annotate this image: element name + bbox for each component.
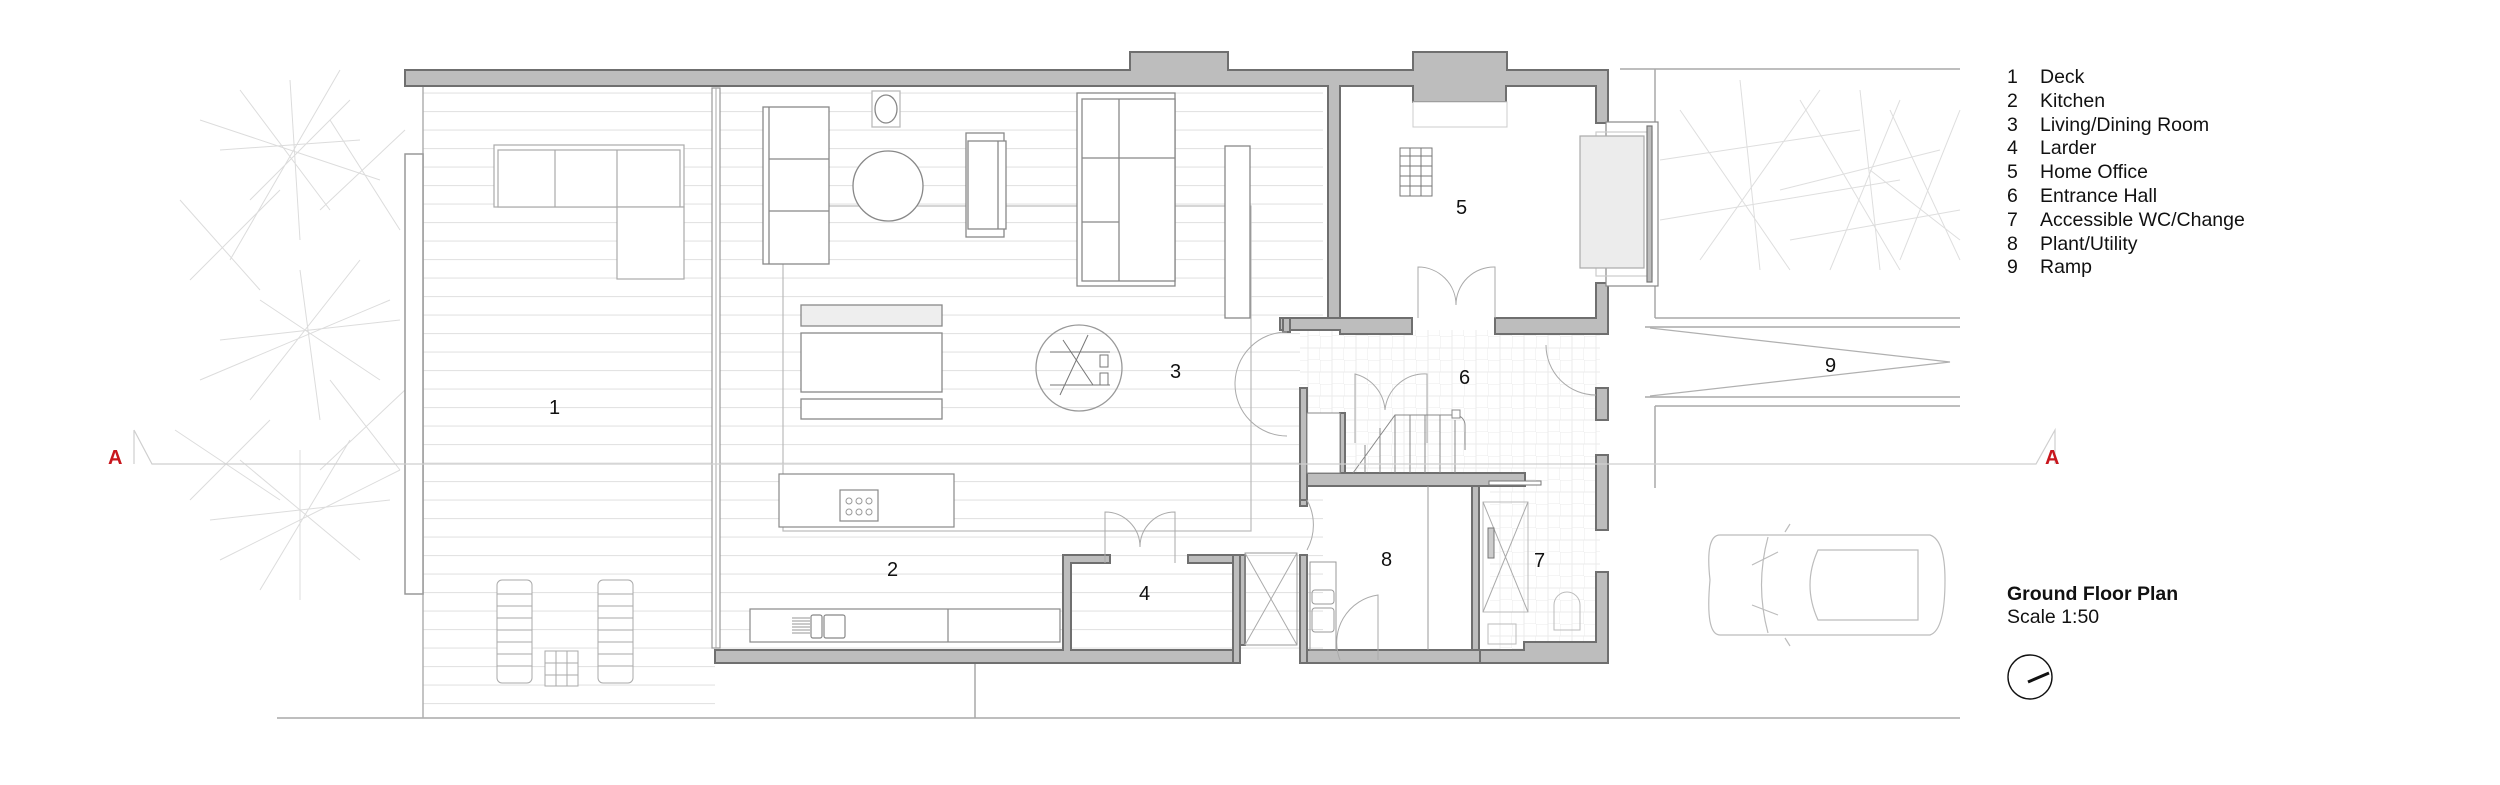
room-label-kitchen: 2 bbox=[887, 559, 898, 581]
doors-and-fixtures bbox=[1104, 266, 1597, 661]
legend-item: 6 Entrance Hall bbox=[2007, 185, 2245, 209]
legend-number: 2 bbox=[2007, 89, 2018, 112]
living-furniture bbox=[762, 90, 1251, 420]
deck-area bbox=[404, 84, 715, 718]
legend-item: 8 Plant/Utility bbox=[2007, 233, 2245, 257]
legend-item: 4 Larder bbox=[2007, 137, 2245, 161]
legend-number: 3 bbox=[2007, 113, 2018, 136]
section-marker-left: A bbox=[108, 447, 122, 469]
legend-number: 8 bbox=[2007, 232, 2018, 255]
kitchen-fixtures bbox=[749, 473, 1061, 643]
car-outline bbox=[1708, 523, 1946, 647]
legend-number: 6 bbox=[2007, 184, 2018, 207]
hearth bbox=[1412, 101, 1508, 128]
office-bay-window bbox=[1579, 121, 1659, 287]
drawing-scale: Scale 1:50 bbox=[2007, 606, 2100, 628]
legend-item: 7 Accessible WC/Change bbox=[2007, 209, 2245, 233]
legend-item: 5 Home Office bbox=[2007, 161, 2245, 185]
room-label-plant: 8 bbox=[1381, 549, 1392, 571]
legend-label: Accessible WC/Change bbox=[2040, 208, 2245, 231]
room-label-wc: 7 bbox=[1534, 550, 1545, 572]
legend-label: Deck bbox=[2040, 66, 2085, 88]
section-marker-right: A bbox=[2045, 447, 2059, 469]
planting-right bbox=[1659, 79, 1961, 271]
room-legend: 1 Deck 2 Kitchen 3 Living/Dining Room 4 Lard… bbox=[2007, 66, 2245, 280]
legend-item: 2 Kitchen bbox=[2007, 90, 2245, 114]
staircase bbox=[1306, 409, 1466, 474]
office-chair bbox=[1399, 147, 1433, 197]
legend-label: Kitchen bbox=[2040, 89, 2106, 112]
room-label-deck: 1 bbox=[549, 397, 560, 419]
legend-number: 4 bbox=[2007, 137, 2018, 160]
room-label-larder: 4 bbox=[1139, 583, 1150, 605]
legend-label: Living/Dining Room bbox=[2040, 113, 2210, 136]
legend-item: 3 Living/Dining Room bbox=[2007, 114, 2245, 138]
legend-number: 1 bbox=[2007, 66, 2018, 88]
legend-number: 9 bbox=[2007, 256, 2018, 279]
legend-label: Plant/Utility bbox=[2040, 232, 2138, 255]
legend-number: 5 bbox=[2007, 161, 2018, 184]
north-arrow-icon bbox=[2007, 654, 2053, 700]
planting-left bbox=[174, 69, 406, 600]
walls bbox=[404, 51, 1609, 664]
legend-item: 1 Deck bbox=[2007, 66, 2245, 90]
legend-item: 9 Ramp bbox=[2007, 256, 2245, 280]
legend-label: Entrance Hall bbox=[2040, 184, 2158, 207]
drawing-title: Ground Floor Plan bbox=[2007, 583, 2179, 605]
legend-number: 7 bbox=[2007, 208, 2018, 231]
title-block: Ground Floor Plan Scale 1:50 bbox=[2007, 583, 2178, 629]
room-label-ramp: 9 bbox=[1825, 355, 1836, 377]
room-label-living: 3 bbox=[1170, 361, 1181, 383]
ramp-arrow bbox=[1649, 327, 1951, 397]
legend-label: Ramp bbox=[2040, 256, 2093, 279]
room-label-hall: 6 bbox=[1459, 367, 1470, 389]
legend-label: Home Office bbox=[2040, 161, 2149, 184]
legend-label: Larder bbox=[2040, 137, 2097, 160]
section-line-a bbox=[133, 427, 2056, 465]
room-label-office: 5 bbox=[1456, 197, 1467, 219]
